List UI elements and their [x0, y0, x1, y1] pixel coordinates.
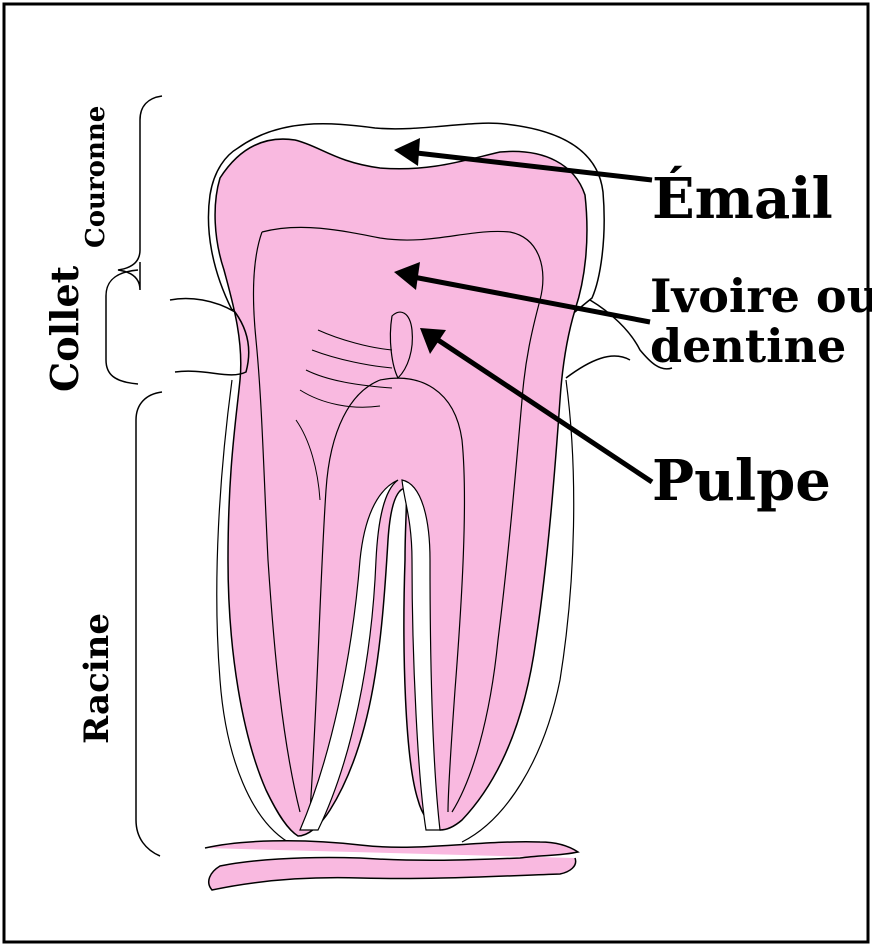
bracket-couronne	[118, 96, 162, 290]
label-couronne: Couronne	[81, 106, 111, 248]
label-pulpe: Pulpe	[652, 448, 831, 514]
bone-base	[205, 841, 578, 890]
label-ivoire-line1: Ivoire ou	[650, 269, 872, 323]
bracket-collet	[106, 270, 138, 384]
label-racine: Racine	[77, 613, 117, 744]
label-collet: Collet	[42, 265, 87, 392]
label-email: Émail	[652, 165, 833, 232]
bracket-racine	[136, 392, 162, 856]
label-ivoire-line2: dentine	[650, 319, 846, 373]
